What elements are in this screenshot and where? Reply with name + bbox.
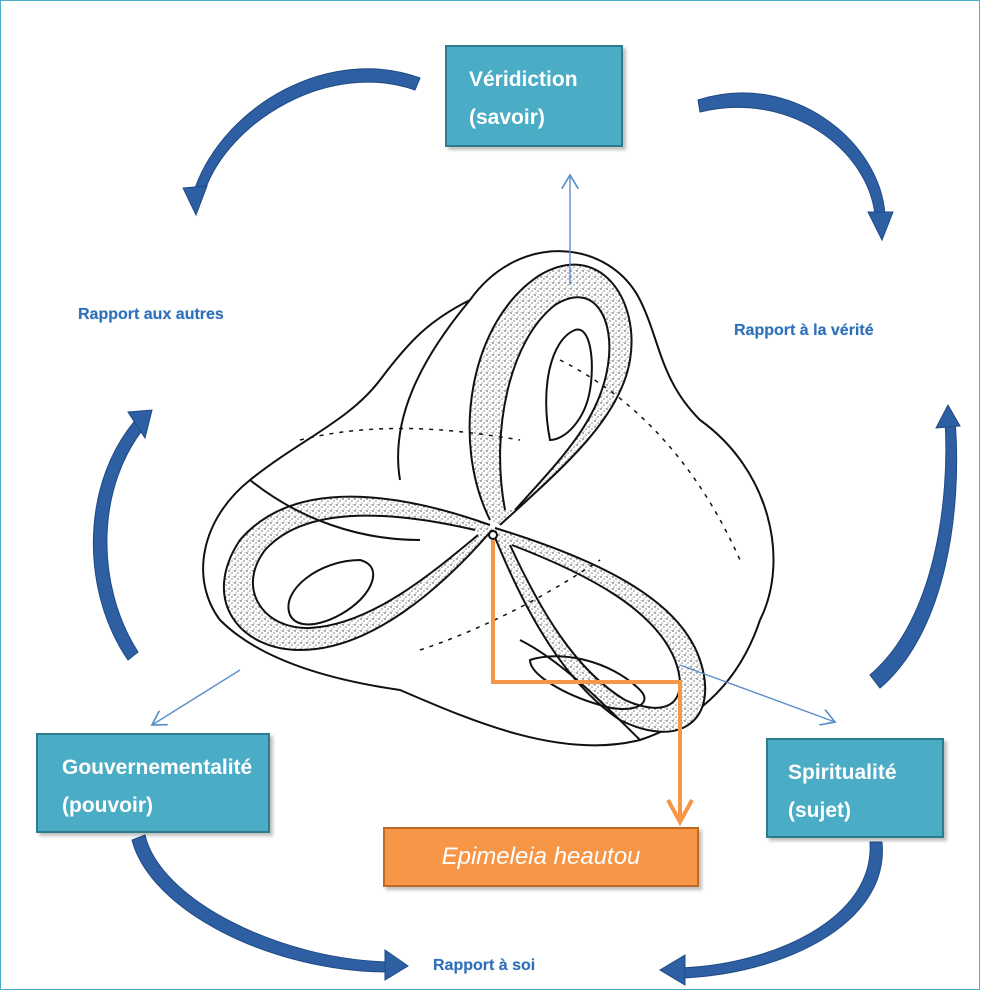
curved-arrow-icon xyxy=(869,403,961,689)
pointer-arrows xyxy=(152,175,835,725)
box-gouvernementalite: Gouvernementalité (pouvoir) xyxy=(36,733,270,833)
box-spiritualite-line1: Spiritualité xyxy=(788,761,897,784)
center-point xyxy=(488,530,498,540)
box-veridiction-line1: Véridiction xyxy=(469,68,578,91)
upper-lobe xyxy=(468,263,633,526)
box-epimeleia-heautou: Epimeleia heautou xyxy=(383,827,699,887)
left-lobe xyxy=(222,495,493,652)
curved-arrow-icon xyxy=(659,841,883,986)
box-spiritualite-line2: (sujet) xyxy=(788,799,851,822)
curved-arrow-icon xyxy=(697,92,894,242)
label-rapport-a-soi: Rapport à soi xyxy=(433,957,536,974)
cycle-arrows xyxy=(92,68,961,986)
curved-arrow-icon xyxy=(131,834,409,981)
label-rapport-a-la-verite: Rapport à la vérité xyxy=(734,322,874,339)
box-epimeleia-text: Epimeleia heautou xyxy=(441,843,641,870)
label-rapport-aux-autres: Rapport aux autres xyxy=(78,306,224,323)
trefoil-knot-figure xyxy=(202,250,775,747)
orange-connector xyxy=(491,540,694,827)
curved-arrow-icon xyxy=(182,68,421,217)
pointer-arrow-right xyxy=(679,664,835,722)
right-lobe xyxy=(491,527,707,733)
pointer-arrow-left xyxy=(152,669,241,725)
curved-arrow-icon xyxy=(92,409,153,661)
box-gouvernementalite-line2: (pouvoir) xyxy=(62,794,153,817)
box-spiritualite: Spiritualité (sujet) xyxy=(766,738,944,838)
box-veridiction: Véridiction (savoir) xyxy=(445,45,623,147)
box-gouvernementalite-line1: Gouvernementalité xyxy=(62,756,253,779)
box-veridiction-line2: (savoir) xyxy=(469,106,545,129)
